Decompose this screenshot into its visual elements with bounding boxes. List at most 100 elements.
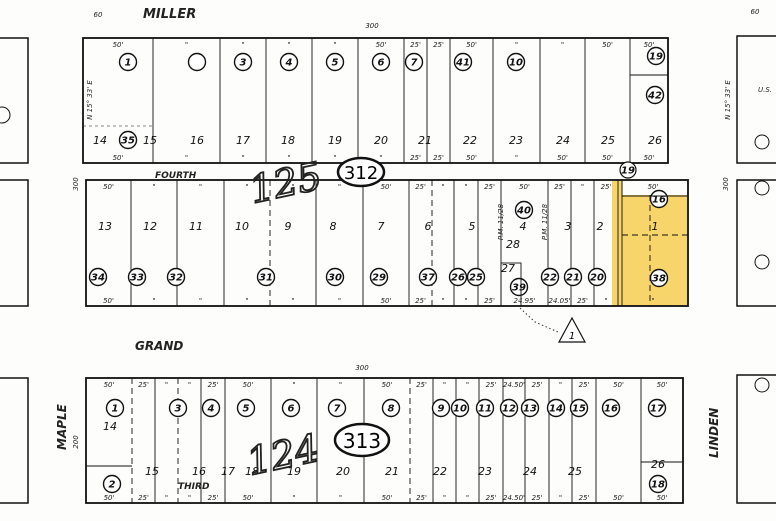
lot-number: 20	[374, 134, 388, 147]
parcel-circle	[166, 267, 186, 287]
street-maple: MAPLE	[55, 403, 69, 450]
map-page-number: 313	[343, 429, 381, 453]
parcel-circle	[649, 268, 669, 288]
parcel-number: 16	[652, 195, 666, 206]
book-number: 124	[243, 426, 323, 484]
frontage-dimension: "	[287, 41, 290, 49]
frontage-dimension: 25'	[208, 381, 219, 389]
parcel-circle	[546, 398, 566, 418]
frontage-dimension: "	[515, 154, 518, 162]
block-outline	[85, 179, 689, 307]
parcel-circle	[127, 267, 147, 287]
parcel-number: 35	[121, 136, 135, 147]
parcel-number: 18	[651, 480, 665, 491]
frontage-dimension: "	[464, 297, 467, 305]
frontage-dimension: 50'	[376, 41, 387, 49]
parcel-number: 26	[451, 273, 465, 284]
triangle-marker-icon	[557, 316, 587, 343]
parcel-number: 3	[175, 404, 182, 415]
frontage-dimension: "	[188, 381, 191, 389]
parcel-circle	[168, 398, 188, 418]
parcel-circle	[256, 267, 276, 287]
adjacent-block	[0, 377, 29, 504]
map-page-oval	[333, 422, 391, 458]
block-outline	[85, 377, 684, 504]
frontage-dimension: "	[292, 494, 295, 502]
frontage-dimension: 50'	[382, 494, 393, 502]
lot-number: 25	[568, 465, 582, 478]
parcel-circle	[371, 52, 391, 72]
parcel-circle	[88, 267, 108, 287]
frontage-dimension: "	[604, 297, 607, 305]
parcel-circle	[201, 398, 221, 418]
parcel-circle	[506, 52, 526, 72]
parcel-number: 16	[604, 404, 618, 415]
parcel-circle	[754, 377, 770, 393]
frontage-dimension: "	[245, 297, 248, 305]
highlighted-parcel	[612, 181, 622, 197]
lot-number: 2	[597, 220, 604, 233]
frontage-dimension: 25'	[579, 494, 590, 502]
lot-number: 20	[336, 465, 350, 478]
frontage-dimension: 50'	[113, 154, 124, 162]
frontage-dimension: 50'	[104, 381, 115, 389]
frontage-dimension: 25'	[486, 381, 497, 389]
frontage-dimension: "	[185, 154, 188, 162]
parcel-number: 40	[516, 206, 531, 217]
parcel-circle	[233, 52, 253, 72]
parcel-number: 6	[288, 404, 295, 415]
frontage-dimension: 25'	[416, 381, 427, 389]
frontage-dimension: "	[185, 41, 188, 49]
parcel-circle	[281, 398, 301, 418]
us-note: U.S.	[758, 86, 772, 94]
parcel-circle	[404, 52, 424, 72]
lot-number: 3	[565, 220, 572, 233]
street-width-label: 300	[722, 177, 730, 191]
frontage-dimension: 50'	[602, 154, 613, 162]
bearing-note: N 15° 33' E	[86, 80, 94, 120]
parcel-circle	[236, 398, 256, 418]
lot-number: 19	[287, 465, 301, 478]
highlighted-parcel	[612, 195, 687, 306]
frontage-dimension: 25'	[208, 494, 219, 502]
adjacent-block	[0, 37, 29, 164]
parcel-number: 25	[469, 273, 483, 284]
frontage-dimension: "	[245, 183, 248, 191]
frontage-dimension: 50'	[644, 41, 655, 49]
frontage-dimension: "	[581, 183, 584, 191]
parcel-circle	[279, 52, 299, 72]
lot-number: 23	[509, 134, 523, 147]
adjacent-block	[736, 179, 776, 307]
frontage-dimension: 25'	[486, 494, 497, 502]
frontage-dimension: "	[152, 297, 155, 305]
parcel-circle	[105, 398, 125, 418]
parcel-circle	[0, 106, 11, 124]
street-width-label: 300	[365, 22, 379, 30]
frontage-dimension: "	[441, 297, 444, 305]
parcel-circle	[187, 52, 207, 72]
parcel-number: 15	[572, 404, 586, 415]
frontage-dimension: 50'	[466, 41, 477, 49]
parcel-number: 12	[502, 404, 516, 415]
parcel-number: 10	[453, 404, 467, 415]
lot-number: 17	[236, 134, 250, 147]
parcel-circle	[448, 267, 468, 287]
lot-number: 18	[281, 134, 295, 147]
parcel-number: 4	[285, 58, 293, 69]
parcel-number: 6	[378, 58, 385, 69]
parcel-circle	[118, 52, 138, 72]
parcel-number: 41	[455, 58, 470, 69]
parcel-number: 22	[543, 273, 557, 284]
parcel-number: 42	[647, 91, 662, 102]
frontage-dimension: "	[188, 494, 191, 502]
street-width-label: 300	[72, 177, 80, 191]
map-page-number: 312	[344, 163, 378, 184]
frontage-dimension: "	[333, 154, 336, 162]
lot-number: 21	[418, 134, 432, 147]
frontage-dimension: "	[165, 494, 168, 502]
frontage-dimension: 25'	[415, 183, 426, 191]
lot-number: 16	[192, 465, 206, 478]
lot-number: 22	[433, 465, 447, 478]
parcel-number: 13	[523, 404, 537, 415]
parcel-circle	[325, 52, 345, 72]
